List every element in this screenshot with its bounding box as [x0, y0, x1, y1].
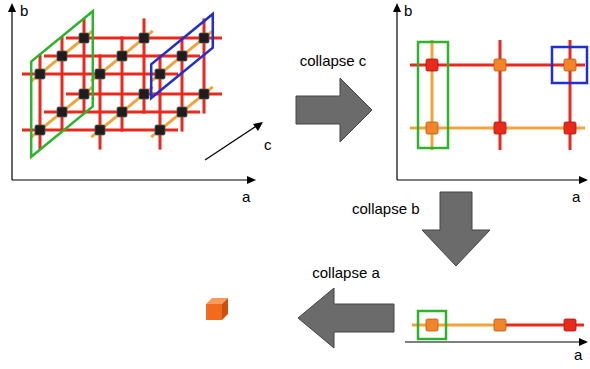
data-cell	[155, 125, 165, 135]
data-cell	[426, 122, 438, 134]
data-cell	[426, 59, 438, 71]
data-cell	[177, 51, 187, 61]
operation-label: collapse a	[312, 264, 380, 281]
data-cell	[79, 33, 89, 43]
data-cell	[494, 319, 506, 331]
data-cell	[199, 89, 209, 99]
slice-outline	[151, 14, 213, 98]
data-cell	[117, 107, 127, 117]
collapse-arrow	[298, 288, 394, 348]
axis-label: a	[242, 188, 250, 205]
data-cells	[426, 319, 576, 331]
data-cell	[177, 107, 187, 117]
cube-face	[206, 304, 222, 320]
grid-lines	[410, 40, 585, 150]
grid-line	[412, 324, 500, 327]
axis-label: a	[574, 346, 582, 363]
a-axis	[405, 341, 582, 342]
collapse-arrow	[422, 192, 490, 266]
a-axis	[397, 179, 582, 180]
result-cube	[206, 298, 228, 320]
axis-head	[579, 338, 588, 346]
data-cell	[95, 69, 105, 79]
c-axis	[205, 125, 258, 160]
collapse-arrow	[296, 78, 372, 142]
grid-lines	[22, 18, 222, 149]
data-cell	[139, 33, 149, 43]
slice-outline	[31, 11, 93, 157]
a-axis	[12, 179, 250, 180]
data-cell	[494, 59, 506, 71]
data-cell	[426, 319, 438, 331]
axis-head	[253, 122, 263, 131]
data-cell	[79, 89, 89, 99]
data-cell	[35, 125, 45, 135]
data-cell	[564, 319, 576, 331]
operation-label: collapse b	[352, 200, 420, 217]
grid-lines	[31, 31, 213, 137]
data-cell	[117, 51, 127, 61]
data-cell	[564, 122, 576, 134]
axis-label: c	[264, 136, 272, 153]
b-axis	[11, 8, 12, 180]
data-cell	[199, 33, 209, 43]
data-cell	[564, 59, 576, 71]
data-cell	[139, 89, 149, 99]
data-cell	[35, 69, 45, 79]
b-axis	[396, 8, 397, 180]
axis-head	[8, 3, 16, 12]
axis-head	[247, 176, 256, 184]
axis-label: b	[20, 2, 28, 19]
slice-outline	[418, 42, 448, 148]
slice-outline	[418, 311, 446, 339]
data-cell	[57, 107, 67, 117]
axis-head	[393, 3, 401, 12]
data-cell	[57, 51, 67, 61]
axes	[393, 3, 588, 184]
axis-label: b	[404, 2, 412, 19]
data-cell	[494, 122, 506, 134]
cube-face	[222, 298, 228, 320]
axis-head	[579, 176, 588, 184]
slice-outline	[552, 47, 587, 83]
data-cells	[35, 33, 209, 135]
data-cell	[155, 69, 165, 79]
axes	[8, 3, 263, 184]
data-cell	[95, 125, 105, 135]
operation-label: collapse c	[300, 52, 367, 69]
axis-label: a	[572, 188, 580, 205]
